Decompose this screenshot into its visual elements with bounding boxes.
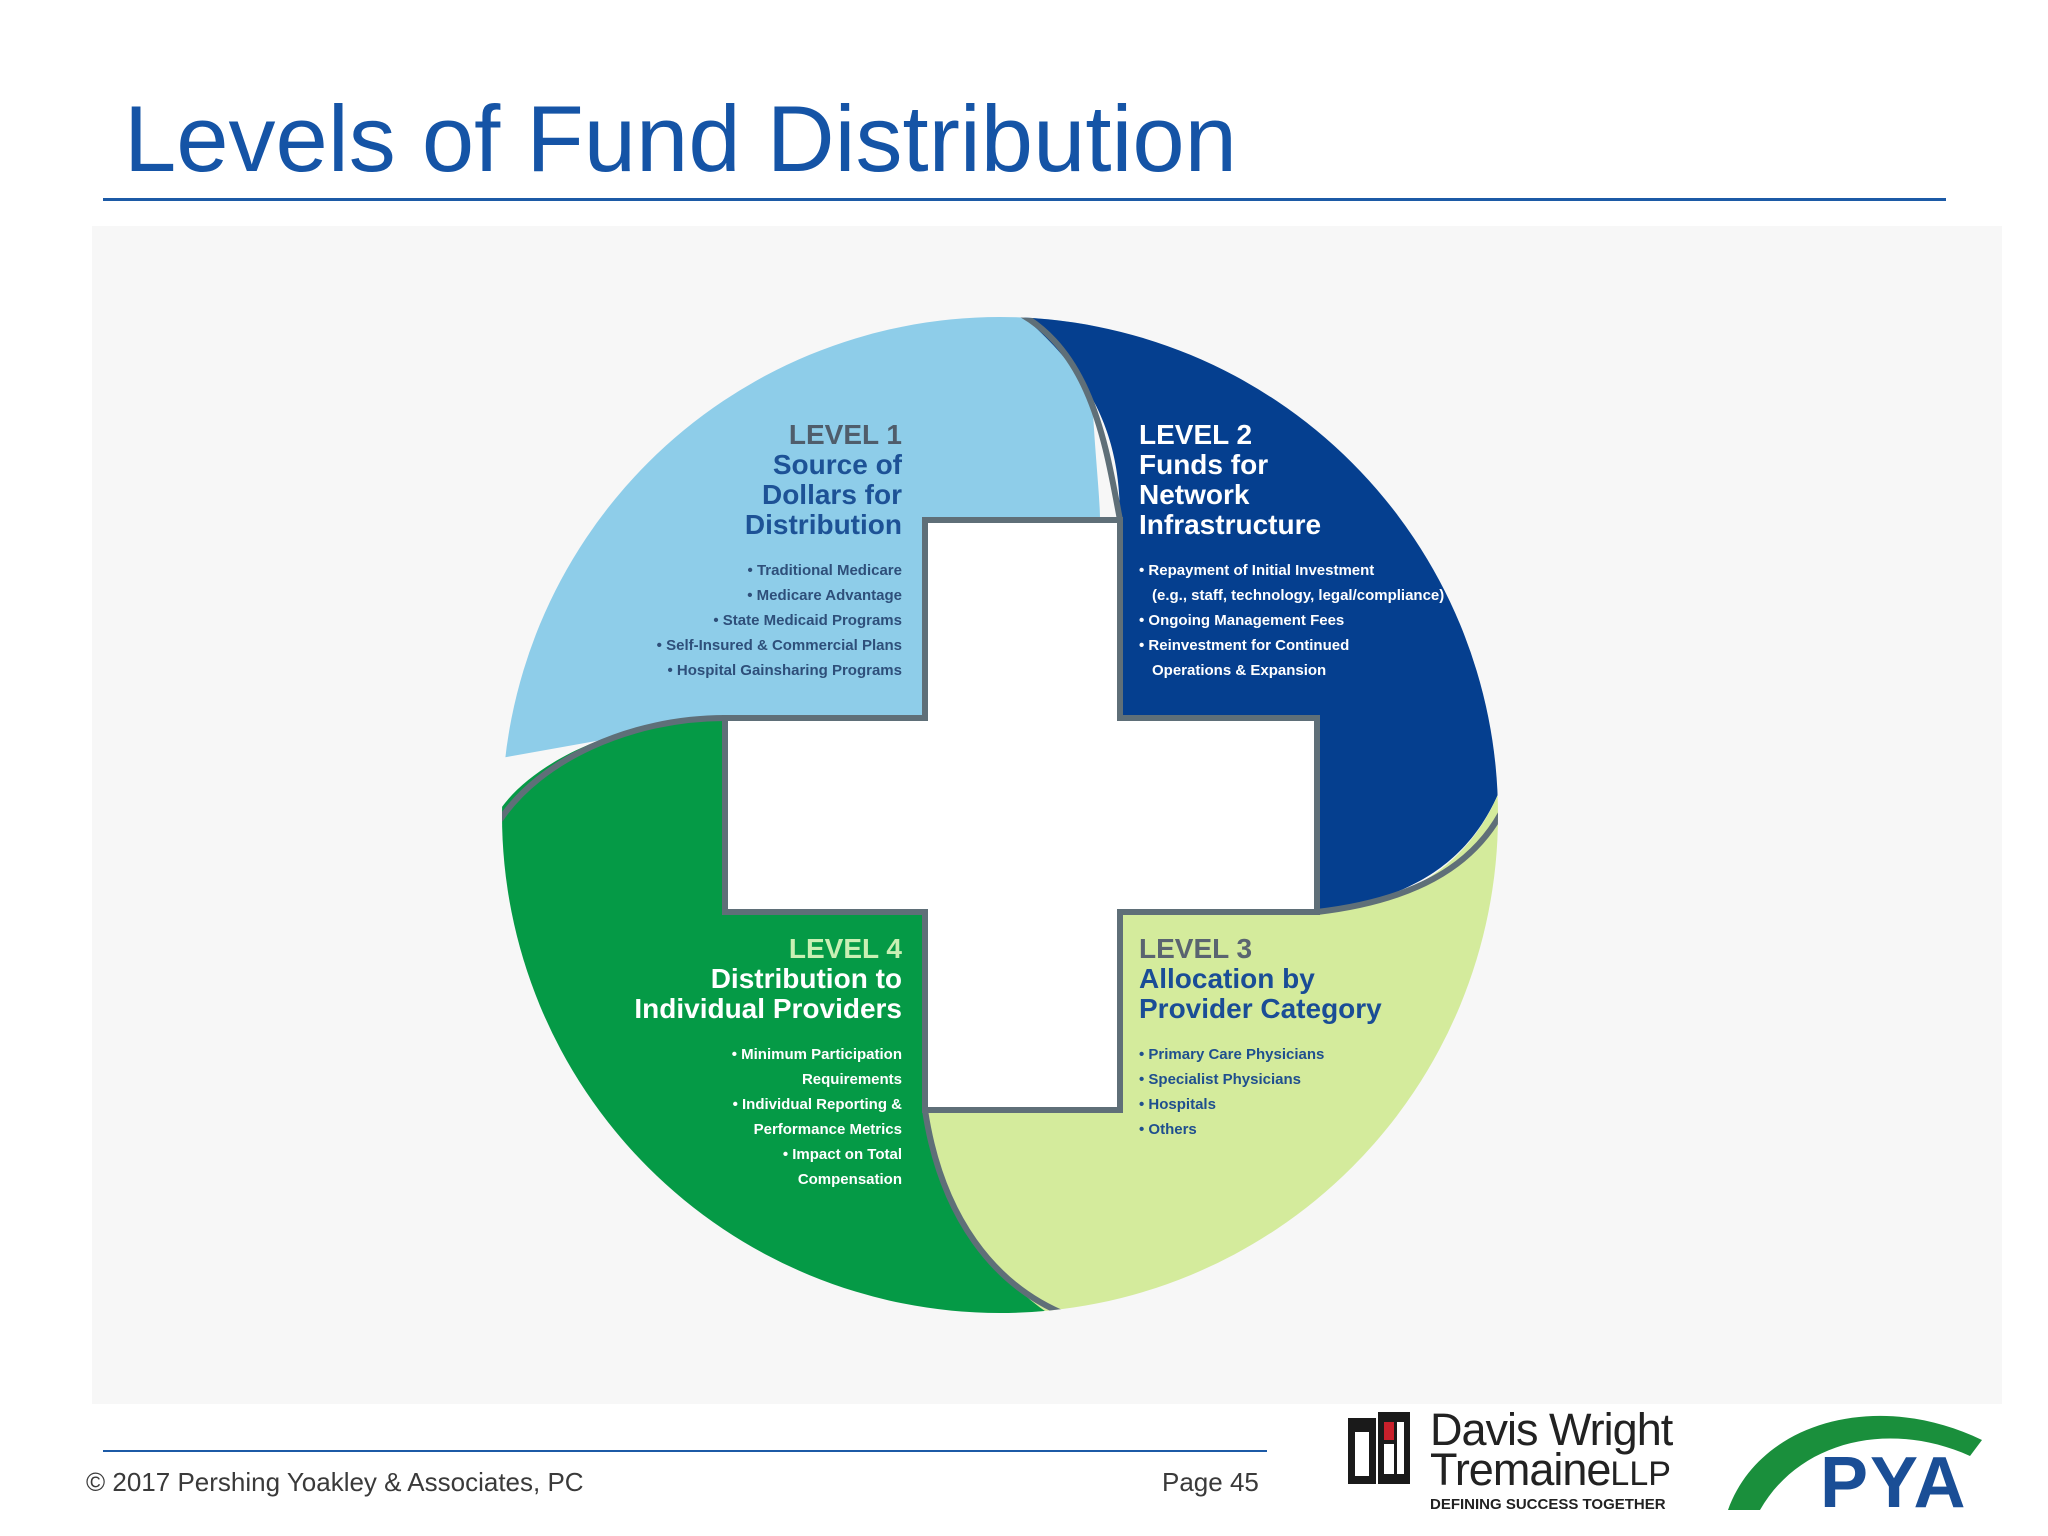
level-4-title-line: Individual Providers [634,993,902,1024]
level-1-title-line: Distribution [744,509,902,540]
level-4-bullets: • Minimum Participation Requirements • I… [560,1042,902,1192]
dwt-name-tremaine: Tremaine [1430,1444,1611,1495]
level-2-bullets: • Repayment of Initial Investment (e.g.,… [1139,558,1479,683]
dwt-name-line-2: TremaineLLP [1430,1444,1671,1496]
bullet-item: • Ongoing Management Fees [1139,612,1345,629]
bullet-item: • Medicare Advantage [747,587,902,604]
dwt-logo-mark-icon [1348,1412,1410,1484]
bullet-item: • Primary Care Physicians [1139,1046,1325,1063]
level-2-label: LEVEL 2 [1139,419,1253,450]
level-1-label: LEVEL 1 [788,419,902,450]
bullet-item: Performance Metrics [753,1121,902,1138]
level-3-title-line: Allocation by [1139,963,1315,994]
bullet-item: • Hospital Gainsharing Programs [667,662,902,679]
bullet-item: • State Medicaid Programs [713,612,902,629]
bullet-item: • Repayment of Initial Investment [1139,562,1375,579]
divider-line [922,1109,1081,1313]
pya-logo-text: PYA [1820,1443,1968,1523]
level-4-label: LEVEL 4 [788,933,902,964]
level-1-heading: LEVEL 1 Source of Dollars for Distributi… [600,420,902,540]
center-cross [722,517,1320,1113]
level-2-title-line: Infrastructure [1139,509,1322,540]
divider-line [1000,317,1123,521]
level-1-title-line: Dollars for [761,479,902,510]
bullet-item: • Impact on Total [782,1146,902,1163]
bullet-item: • Minimum Participation [731,1046,902,1063]
level-1-bullets: • Traditional Medicare • Medicare Advant… [600,558,902,683]
dwt-name-line-1: Davis Wright [1430,1404,1673,1455]
level-4-title-line: Distribution to [710,963,902,994]
bullet-item: Compensation [797,1171,902,1188]
level-3-heading: LEVEL 3 Allocation by Provider Category [1139,934,1459,1024]
pya-arc-icon [1728,1415,1982,1510]
bullet-item: (e.g., staff, technology, legal/complian… [1152,587,1445,604]
davis-wright-tremaine-logo: Davis Wright TremaineLLP DEFINING SUCCES… [1348,1404,1684,1524]
bullet-item: Operations & Expansion [1152,662,1327,679]
level-4-content: LEVEL 4 Distribution to Individual Provi… [560,934,902,1192]
dwt-tagline: DEFINING SUCCESS TOGETHER [1430,1496,1666,1513]
dwt-llp-suffix: LLP [1610,1455,1671,1493]
footer-divider [103,1450,1267,1452]
level-2-title-line: Network [1139,479,1250,510]
bullet-item: • Specialist Physicians [1139,1071,1301,1088]
title-divider [103,198,1946,201]
divider-line [502,715,726,822]
level-1-content: LEVEL 1 Source of Dollars for Distributi… [600,420,902,683]
level-3-content: LEVEL 3 Allocation by Provider Category … [1139,934,1459,1142]
copyright-text: © 2017 Pershing Yoakley & Associates, PC [86,1467,584,1497]
divider-line [1316,759,1498,915]
page-title: Levels of Fund Distribution [124,86,1237,191]
page-number: Page 45 [1162,1467,1259,1497]
level-4-heading: LEVEL 4 Distribution to Individual Provi… [560,934,902,1024]
bullet-item: • Others [1139,1121,1197,1138]
bullet-item: • Traditional Medicare [747,562,902,579]
bullet-item: • Individual Reporting & [732,1096,902,1113]
level-2-heading: LEVEL 2 Funds for Network Infrastructure [1139,420,1479,540]
level-2-content: LEVEL 2 Funds for Network Infrastructure… [1139,420,1479,683]
level-2-title-line: Funds for [1139,449,1269,480]
level-1-title-line: Source of [772,449,902,480]
bullet-item: • Self-Insured & Commercial Plans [656,637,902,654]
bullet-item: Requirements [801,1071,902,1088]
level-3-label: LEVEL 3 [1139,933,1253,964]
level-3-title-line: Provider Category [1139,993,1382,1024]
bullet-item: • Reinvestment for Continued [1139,637,1350,654]
pya-logo: PYA [1720,1400,1982,1523]
level-3-bullets: • Primary Care Physicians • Specialist P… [1139,1042,1459,1142]
bullet-item: • Hospitals [1139,1096,1216,1113]
